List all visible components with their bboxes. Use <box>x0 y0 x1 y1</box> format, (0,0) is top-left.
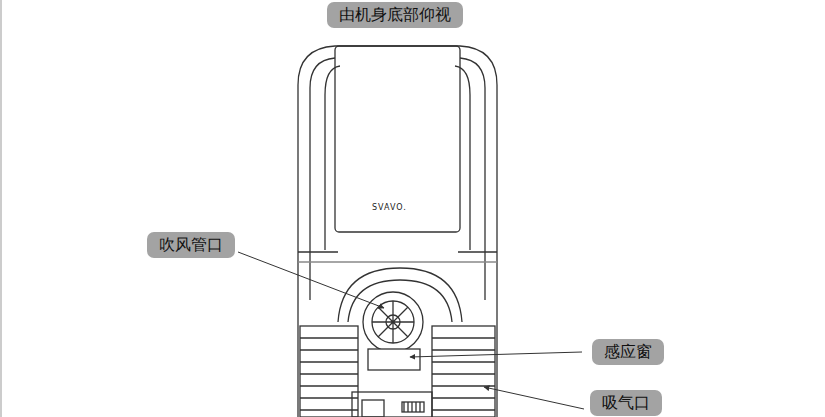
label-text: 吹风管口 <box>159 235 223 255</box>
label-text: 吸气口 <box>602 393 650 413</box>
callout-pill: 吸气口 <box>590 390 662 416</box>
view-heading-pill: 由机身底部仰视 <box>327 2 463 28</box>
callout-pill: 吹风管口 <box>147 232 235 258</box>
label-text: 由机身底部仰视 <box>339 5 451 25</box>
leader-lines <box>238 252 584 409</box>
label-text: 感应窗 <box>604 342 652 362</box>
frame-line <box>1 0 2 417</box>
dryer-body <box>298 46 497 417</box>
brand-logo: SVAVO. <box>372 203 407 212</box>
callout-pill: 感应窗 <box>592 339 664 365</box>
